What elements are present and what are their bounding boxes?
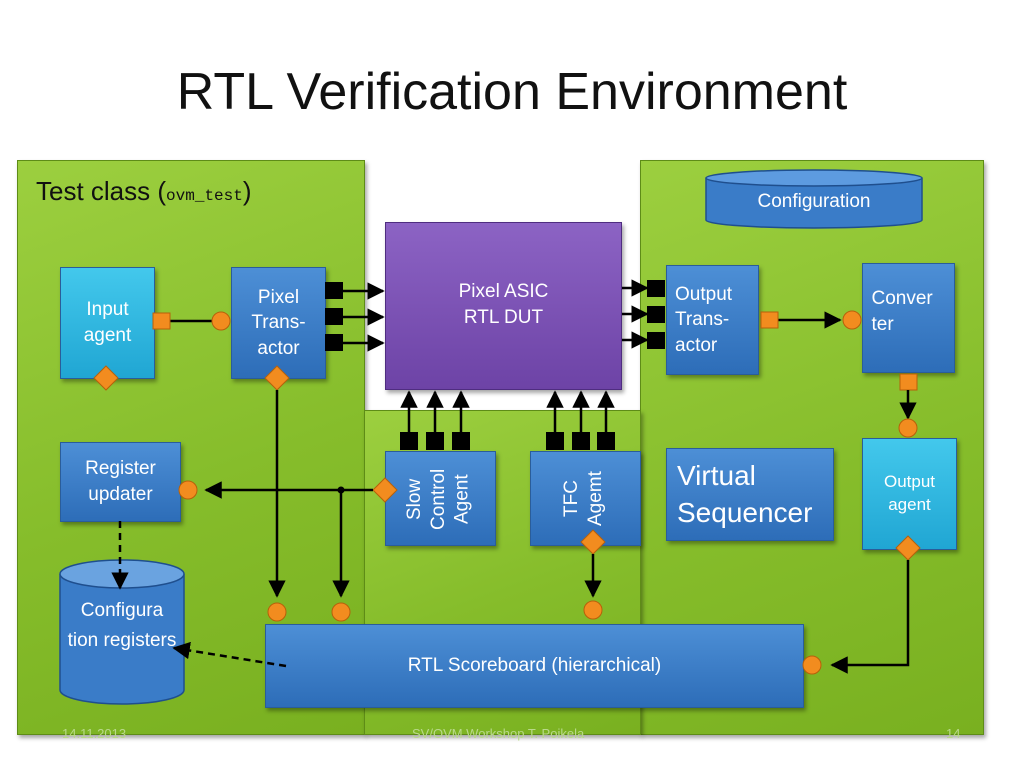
output-agent-label: Output agent <box>883 472 936 514</box>
output-transactor-ports <box>647 280 665 349</box>
footer-event: SV/OVM Workshop T. Poikela <box>412 726 585 741</box>
pixel-transactor-label: Pixel Trans- actor <box>251 286 306 359</box>
dut-label-line2: RTL DUT <box>463 306 544 328</box>
converter-port <box>899 373 918 391</box>
agents-to-dut-arrows <box>400 390 615 432</box>
output-agent-export <box>898 418 918 438</box>
output-agent-box[interactable]: Output agent <box>862 438 957 550</box>
analysis-port-diamonds <box>93 365 921 561</box>
test-class-label: Test class (ovm_test) <box>36 176 252 206</box>
footer-date: 14.11.2013 <box>62 726 127 741</box>
configuration-cylinder <box>705 169 923 229</box>
test-class-code: ovm_test <box>166 187 243 205</box>
slow-control-ports <box>400 432 615 450</box>
output-transactor-label: Output Trans- actor <box>675 283 733 356</box>
output-transactor-port <box>760 311 779 329</box>
input-agent-port <box>152 312 171 330</box>
dut-label-line1: Pixel ASIC <box>458 281 549 302</box>
virtual-sequencer-label: Virtual Sequencer <box>677 460 813 528</box>
footer-page: 14 <box>946 726 961 741</box>
scoreboard-label: RTL Scoreboard (hierarchical) <box>407 655 662 677</box>
input-agent-label: Input agent <box>83 299 132 346</box>
converter-export <box>842 310 862 330</box>
pixel-transactor-box[interactable]: Pixel Trans- actor <box>231 267 326 379</box>
config-registers-cylinder <box>59 559 185 705</box>
scoreboard-box[interactable]: RTL Scoreboard (hierarchical) <box>265 624 804 708</box>
register-updater-box[interactable]: Register updater <box>60 442 181 522</box>
converter-label: Conver ter <box>871 288 933 335</box>
converter-box[interactable]: Conver ter <box>862 263 955 373</box>
pixel-transactor-ports <box>325 282 343 351</box>
configuration-label: Configuration <box>757 191 871 212</box>
register-updater-label: Register updater <box>85 458 156 505</box>
dut-to-output-arrows <box>622 279 649 349</box>
config-registers-label: Configura tion registers <box>67 600 177 652</box>
output-transactor-box[interactable]: Output Trans- actor <box>666 265 759 375</box>
slow-control-agent-box[interactable]: Slow Control Agent <box>385 451 496 546</box>
dut-box[interactable]: Pixel ASIC RTL DUT <box>385 222 622 390</box>
virtual-sequencer-box[interactable]: Virtual Sequencer <box>666 448 834 541</box>
slide-title: RTL Verification Environment <box>176 63 848 121</box>
pixel-to-dut-arrows <box>343 282 385 352</box>
pixel-transactor-export <box>211 311 231 331</box>
